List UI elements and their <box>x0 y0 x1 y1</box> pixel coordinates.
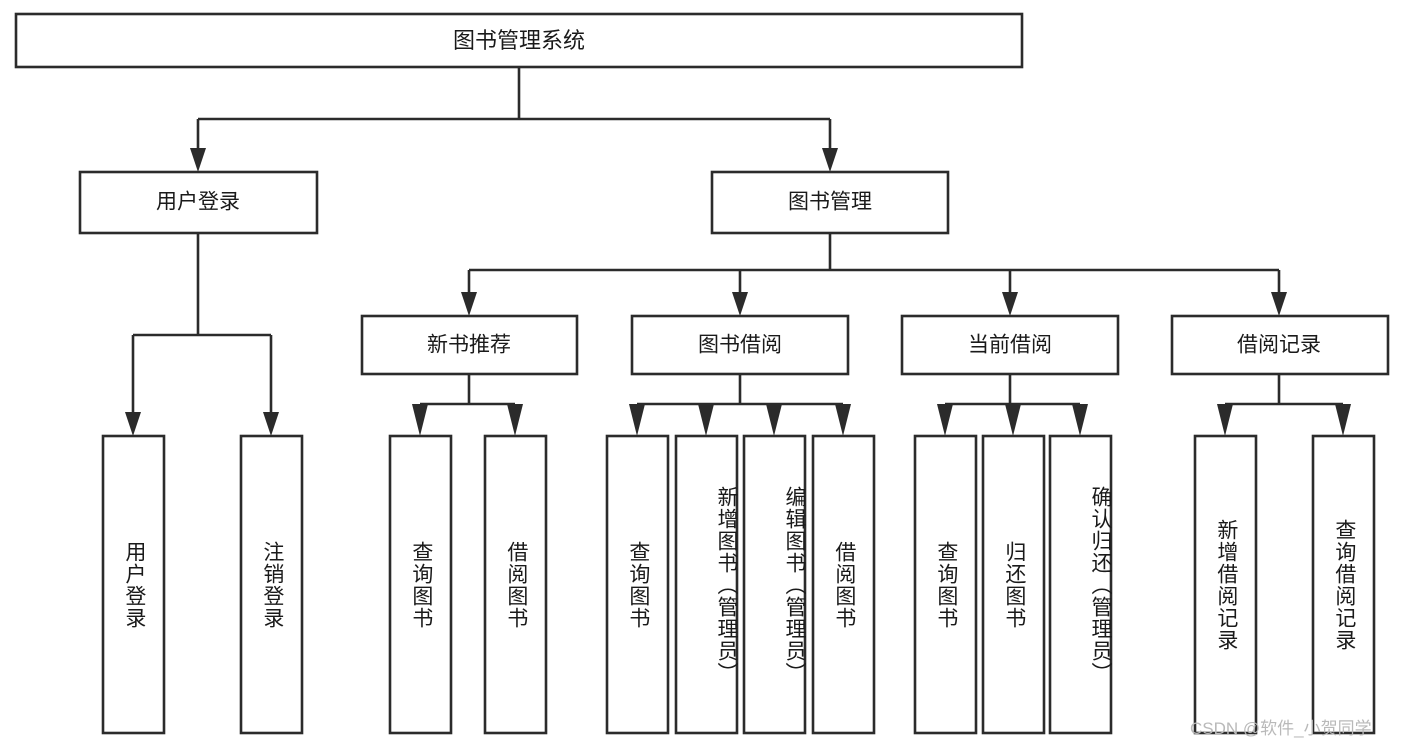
node-book-management[interactable]: 图书管理 <box>710 170 950 235</box>
node-new-book-recommend[interactable]: 新书推荐 <box>360 314 579 376</box>
leaf-box-new-book-0[interactable] <box>388 434 453 735</box>
leaf-box-current-borrow-0[interactable] <box>913 434 978 735</box>
leaf-box-book-borrow-0[interactable] <box>605 434 670 735</box>
leaf-box-book-borrow-2[interactable] <box>742 434 807 735</box>
leaf-box-user-login-1[interactable] <box>239 434 304 735</box>
node-current-borrow[interactable]: 当前借阅 <box>900 314 1120 376</box>
connector-userlogin-to-leaves <box>125 233 279 436</box>
leaf-box-new-book-1[interactable] <box>483 434 548 735</box>
leaf-box-user-login-0[interactable] <box>101 434 166 735</box>
csdn-watermark: CSDN @软件_小贺同学 <box>1190 719 1372 738</box>
node-root-label: 图书管理系统 <box>453 28 585 53</box>
connector-bookborrow-to-leaves <box>629 374 851 436</box>
leaf-box-current-borrow-2[interactable] <box>1048 434 1113 735</box>
leaf-box-borrow-record-0[interactable] <box>1193 434 1258 735</box>
connector-bookmgmt-to-level2 <box>461 233 1287 316</box>
node-book-borrow[interactable]: 图书借阅 <box>630 314 850 376</box>
leaf-box-borrow-record-1[interactable] <box>1311 434 1376 735</box>
connector-currentborrow-to-leaves <box>937 374 1088 436</box>
node-user-login[interactable]: 用户登录 <box>78 170 319 235</box>
leaf-box-book-borrow-3[interactable] <box>811 434 876 735</box>
node-borrow-record-label: 借阅记录 <box>1237 334 1321 357</box>
leaf-box-book-borrow-1[interactable] <box>674 434 739 735</box>
node-new-book-recommend-label: 新书推荐 <box>427 334 511 357</box>
node-current-borrow-label: 当前借阅 <box>968 334 1052 357</box>
node-borrow-record[interactable]: 借阅记录 <box>1170 314 1390 376</box>
connector-root-to-level1 <box>190 67 838 172</box>
node-root[interactable]: 图书管理系统 <box>14 12 1024 69</box>
node-book-borrow-label: 图书借阅 <box>698 334 782 357</box>
node-book-management-label: 图书管理 <box>788 191 872 214</box>
connector-borrowrecord-to-leaves <box>1217 374 1351 436</box>
node-user-login-label: 用户登录 <box>156 191 240 214</box>
connector-newbook-to-leaves <box>412 374 523 436</box>
leaf-box-current-borrow-1[interactable] <box>981 434 1046 735</box>
